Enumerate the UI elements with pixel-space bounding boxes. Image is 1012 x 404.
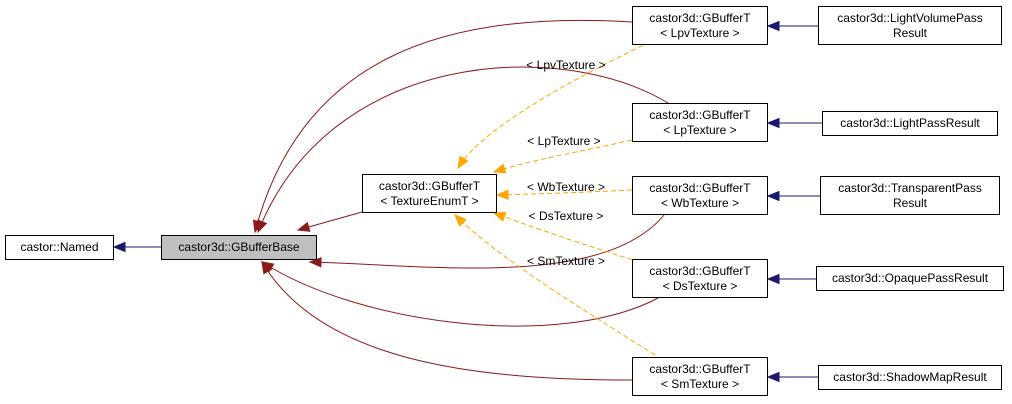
- arrowheads: [112, 20, 780, 383]
- edge-lp-uses-base-arrowhead: [257, 219, 268, 234]
- edge-wb-uses-base: [309, 209, 669, 269]
- edge-label-ds: < DsTexture >: [528, 209, 604, 223]
- edge-sm-from-template-arrowhead: [454, 214, 467, 227]
- node-castor-named[interactable]: castor::Named: [5, 235, 114, 260]
- node-gbuffer-template-line1: castor3d::GBufferT: [378, 178, 481, 193]
- node-shadow-map-result[interactable]: castor3d::ShadowMapResult: [818, 365, 1002, 390]
- node-gbuffer-ds-line2: < DsTexture >: [662, 278, 738, 293]
- node-shadow-map-result-line1: castor3d::ShadowMapResult: [833, 370, 987, 384]
- node-gbuffer-ds[interactable]: castor3d::GBufferT < DsTexture >: [632, 259, 768, 298]
- template-edges: [454, 41, 656, 356]
- edge-lightvolume-to-lpv-arrowhead: [766, 20, 780, 32]
- edge-ds-uses-base: [261, 261, 659, 327]
- edge-lp-from-template: [493, 139, 633, 173]
- edge-lpv-uses-base: [254, 19, 633, 233]
- edge-lpv-from-template-arrowhead: [457, 155, 469, 170]
- node-gbuffer-template-line2: < TextureEnumT >: [380, 193, 479, 208]
- edge-shadowmap-to-sm-arrowhead: [766, 371, 780, 383]
- node-gbuffer-lpv-line1: castor3d::GBufferT: [649, 10, 751, 25]
- node-gbuffer-wb-line2: < WbTexture >: [660, 195, 740, 210]
- edge-wb-from-template: [496, 189, 633, 196]
- node-gbuffer-lpv[interactable]: castor3d::GBufferT < LpvTexture >: [632, 6, 768, 45]
- node-transparent-pass-result[interactable]: castor3d::TransparentPass Result: [820, 176, 1000, 215]
- node-gbuffer-ds-line1: castor3d::GBufferT: [649, 263, 751, 278]
- edge-label-lp: < LpTexture >: [527, 134, 601, 148]
- node-gbuffer-base[interactable]: castor3d::GBufferBase: [161, 235, 317, 260]
- node-light-pass-result[interactable]: castor3d::LightPassResult: [822, 111, 998, 136]
- usage-edges: [254, 19, 669, 381]
- edge-label-wb: < WbTexture >: [526, 180, 606, 194]
- node-castor-named-line1: castor::Named: [20, 240, 99, 254]
- edge-ds-from-template-arrowhead: [492, 212, 507, 222]
- edge-lp-from-template-arrowhead: [492, 163, 507, 174]
- edge-wb-from-template-arrowhead: [495, 189, 509, 200]
- node-gbuffer-lp-line1: castor3d::GBufferT: [649, 107, 751, 122]
- node-gbuffer-sm-line1: castor3d::GBufferT: [649, 361, 751, 376]
- edge-opaque-to-ds-arrowhead: [766, 273, 780, 285]
- node-gbuffer-lpv-line2: < LpvTexture >: [660, 25, 740, 40]
- node-light-volume-pass-result-line1: castor3d::LightVolumePass: [837, 10, 983, 25]
- edge-transparent-to-wb-arrowhead: [766, 190, 780, 202]
- node-gbuffer-lp-line2: < LpTexture >: [663, 122, 737, 137]
- edge-template-uses-base-arrowhead: [296, 221, 311, 232]
- edge-sm-from-template: [454, 214, 656, 356]
- node-gbuffer-lp[interactable]: castor3d::GBufferT < LpTexture >: [632, 103, 768, 142]
- node-transparent-pass-result-line1: castor3d::TransparentPass: [838, 180, 982, 195]
- node-opaque-pass-result[interactable]: castor3d::OpaquePassResult: [816, 266, 1004, 291]
- edge-lpv-from-template: [457, 41, 651, 169]
- edge-label-sm: < SmTexture >: [526, 254, 606, 268]
- node-light-volume-pass-result-line2: Result: [892, 25, 927, 40]
- node-gbuffer-sm-line2: < SmTexture >: [660, 376, 740, 391]
- edge-sm-uses-base-arrowhead: [261, 260, 273, 275]
- edge-sm-uses-base: [261, 261, 633, 381]
- node-light-volume-pass-result[interactable]: castor3d::LightVolumePass Result: [818, 6, 1002, 45]
- node-light-pass-result-line1: castor3d::LightPassResult: [840, 116, 980, 130]
- node-opaque-pass-result-line1: castor3d::OpaquePassResult: [831, 271, 989, 285]
- node-gbuffer-template[interactable]: castor3d::GBufferT < TextureEnumT >: [362, 174, 497, 213]
- node-transparent-pass-result-line2: Result: [892, 195, 927, 210]
- edge-ds-from-template: [493, 212, 641, 263]
- edge-lightpass-to-lp-arrowhead: [766, 117, 780, 129]
- edge-lp-uses-base: [257, 66, 669, 233]
- node-gbuffer-wb[interactable]: castor3d::GBufferT < WbTexture >: [632, 176, 768, 215]
- node-gbuffer-wb-line1: castor3d::GBufferT: [649, 180, 751, 195]
- edge-label-lpv: < LpvTexture >: [526, 58, 606, 72]
- node-gbuffer-sm[interactable]: castor3d::GBufferT < SmTexture >: [632, 357, 768, 396]
- node-gbuffer-base-line1: castor3d::GBufferBase: [178, 240, 300, 254]
- edge-gbufferbase-to-named-arrowhead: [112, 241, 126, 253]
